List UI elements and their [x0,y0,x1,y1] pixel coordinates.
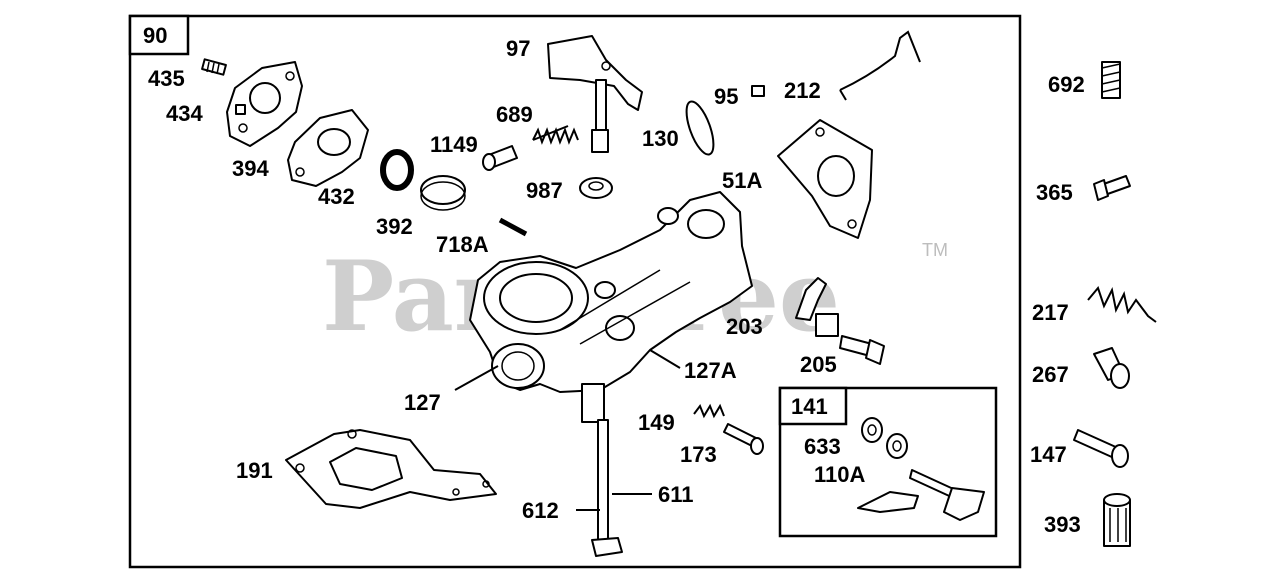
callout-147: 147 [1030,442,1067,467]
part-127-carburetor-body[interactable] [469,191,753,557]
part-633-washer[interactable] [861,417,883,443]
callout-97: 97 [506,36,530,61]
callout-718A: 718A [436,232,489,257]
callout-987: 987 [526,178,563,203]
part-95-screw[interactable] [751,85,765,97]
part-212-link[interactable] [839,30,921,101]
part-267-screw[interactable] [1093,347,1130,389]
callout-130: 130 [642,126,679,151]
part-718A-pin[interactable] [498,217,528,237]
callout-127A: 127A [684,358,737,383]
part-392-spring[interactable] [420,175,466,211]
callout-51A: 51A [722,168,762,193]
callout-212: 212 [784,78,821,103]
part-689-spring[interactable] [532,125,579,145]
callout-203: 203 [726,314,763,339]
part-149-spring[interactable] [693,403,725,419]
main-group-label-box [128,14,190,56]
part-692-spring[interactable] [1101,61,1121,99]
callout-365: 365 [1036,180,1073,205]
part-97-throttle-bracket[interactable] [547,35,643,153]
callout-1149: 1149 [430,132,478,157]
callout-149: 149 [638,410,675,435]
callout-392: 392 [376,214,413,239]
sub-group-label: 141 [791,394,828,419]
part-435-screw[interactable] [201,58,227,76]
callout-394: 394 [232,156,269,181]
part-173-screw[interactable] [723,423,764,455]
callout-612: 612 [522,498,559,523]
part-434-gasket[interactable] [226,61,303,147]
callout-191: 191 [236,458,273,483]
callout-393: 393 [1044,512,1081,537]
watermark-trademark: TM [922,240,948,260]
leader-lines [454,349,681,511]
callout-633: 633 [804,434,841,459]
callout-692: 692 [1048,72,1085,97]
part-205-bolt[interactable] [839,335,885,365]
part-51A-gasket[interactable] [777,119,873,239]
callout-432: 432 [318,184,355,209]
part-1149-screw[interactable] [482,145,518,171]
callout-95: 95 [714,84,738,109]
part-432-o-ring[interactable] [380,149,414,191]
callout-611: 611 [658,482,694,507]
part-365-screw[interactable] [1093,175,1131,201]
main-group-label: 90 [143,23,167,48]
callout-689: 689 [496,102,533,127]
part-393-cylinder[interactable] [1103,493,1131,547]
part-147-screw[interactable] [1073,429,1129,468]
callout-435: 435 [148,66,185,91]
part-987-seal[interactable] [579,177,613,199]
callout-127: 127 [404,390,441,415]
part-191-gasket[interactable] [285,429,497,509]
part-394-diaphragm[interactable] [287,109,369,187]
part-130-valve[interactable] [681,98,719,157]
part-217-spring[interactable] [1087,285,1157,323]
callout-434: 434 [166,101,203,126]
sub-group-label-box [778,386,848,426]
callout-267: 267 [1032,362,1069,387]
sub-frame [778,386,998,538]
callout-205: 205 [800,352,837,377]
callout-217: 217 [1032,300,1069,325]
main-frame [128,14,1022,569]
part-110A-choke-shaft[interactable] [857,433,985,521]
callout-110A: 110A [814,462,865,487]
callout-173: 173 [680,442,717,467]
part-203-bracket[interactable] [795,277,839,337]
